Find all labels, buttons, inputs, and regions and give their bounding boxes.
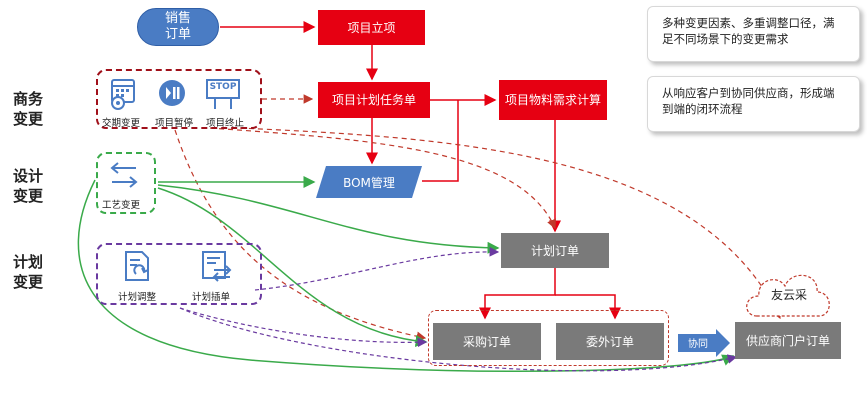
edge-bom-to-calc — [422, 100, 459, 182]
bom-label: BOM管理 — [343, 175, 395, 190]
edge-business-to-purchase — [174, 129, 427, 341]
edge-plan-to-purchase — [179, 307, 428, 348]
cloud-icon: 友云采 — [743, 264, 835, 322]
stop-sign-text: STOP — [209, 82, 237, 92]
group-design-change — [96, 152, 156, 214]
node-project-setup[interactable]: 项目立项 — [318, 10, 425, 45]
label-plan-adjust: 计划调整 — [118, 292, 157, 303]
edge-business-to-planorder — [209, 127, 556, 230]
plan-adjust-icon — [122, 250, 152, 282]
edge-process-to-planorder — [157, 184, 500, 254]
node-sales-order[interactable]: 销售 订单 — [137, 8, 219, 46]
group-plan-change — [96, 243, 262, 305]
side-label-design: 设计 变更 — [12, 167, 43, 205]
edge-process-to-portal — [77, 179, 735, 373]
plan-insert-icon — [200, 250, 234, 282]
cloud-label: 友云采 — [770, 288, 807, 302]
node-plan-order[interactable]: 计划订单 — [501, 233, 609, 268]
edge-planorder-split — [479, 268, 556, 320]
label-project-stop: 项目终止 — [206, 118, 245, 129]
label-process-change: 工艺变更 — [102, 200, 141, 211]
calendar-icon — [108, 77, 142, 111]
node-material-calc[interactable]: 项目物料需求计算 — [499, 80, 607, 120]
stop-sign-icon[interactable]: STOP — [205, 78, 241, 110]
node-outsource-order[interactable]: 委外订单 — [556, 323, 664, 360]
pause-icon[interactable] — [157, 78, 187, 108]
label-delivery-change: 交期变更 — [102, 118, 141, 129]
side-label-plan: 计划 变更 — [12, 253, 43, 291]
node-purchase-order[interactable]: 采购订单 — [433, 323, 541, 360]
edge-plan-to-planorder — [254, 246, 500, 291]
label-project-pause: 项目暂停 — [155, 118, 194, 129]
side-label-business: 商务 变更 — [12, 90, 43, 128]
label-plan-insert: 计划插单 — [192, 292, 231, 303]
note-closed-loop: 从响应客户到协同供应商，形成端到端的闭环流程 — [647, 76, 860, 132]
bom-shape — [316, 166, 422, 198]
edge-plan-to-portal — [179, 307, 738, 372]
node-project-plan[interactable]: 项目计划任务单 — [318, 82, 430, 118]
swap-arrows-icon — [108, 160, 142, 190]
node-supplier-portal[interactable]: 供应商门户订单 — [735, 322, 841, 359]
group-orders — [428, 310, 669, 366]
node-bom[interactable]: BOM管理 — [316, 166, 422, 198]
collab-label: 协同 — [688, 339, 708, 350]
edge-process-to-purchase — [157, 187, 428, 347]
note-change-factors: 多种变更因素、多重调整口径，满足不同场景下的变更需求 — [647, 6, 860, 62]
edge-business-to-portal — [239, 127, 781, 320]
group-business-change — [96, 69, 262, 129]
collab-arrow: 协同 — [678, 329, 730, 357]
